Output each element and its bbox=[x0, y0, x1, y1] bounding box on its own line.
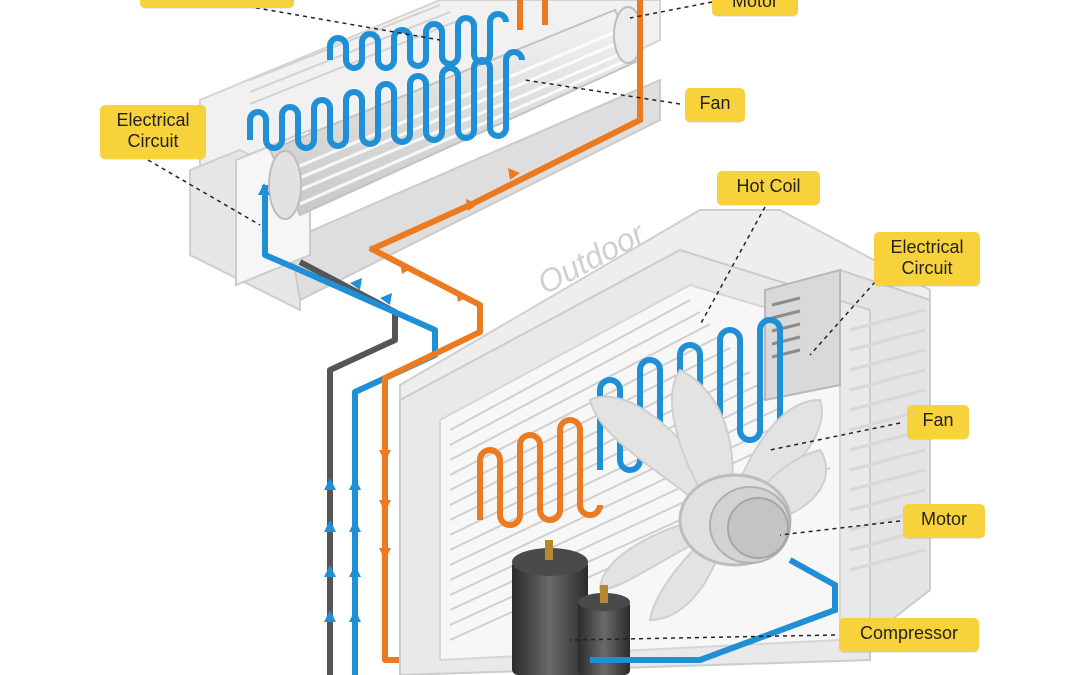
leader-indoor-motor bbox=[629, 1, 713, 19]
indoor-hot-pipe bbox=[368, 0, 643, 253]
outdoor-electrical-box bbox=[764, 268, 841, 402]
arrow-icon bbox=[400, 262, 412, 274]
arrow-icon bbox=[456, 290, 468, 302]
leader-hot-coil bbox=[699, 206, 766, 326]
outdoor-blue-coil bbox=[597, 317, 783, 473]
arrow-icon bbox=[324, 520, 336, 532]
leader-indoor-top-left bbox=[239, 4, 441, 41]
arrow-icon bbox=[379, 548, 391, 560]
arrow-icon bbox=[349, 520, 361, 532]
indoor-unit bbox=[189, 0, 661, 312]
arrow-icon bbox=[349, 610, 361, 622]
arrow-icon bbox=[379, 450, 391, 462]
callout-indoor-fan: Fan bbox=[685, 88, 745, 122]
arrow-icon bbox=[324, 478, 336, 490]
outdoor-hot-coil bbox=[477, 417, 603, 528]
outdoor-motor bbox=[678, 473, 792, 567]
callout-compressor: Compressor bbox=[839, 618, 979, 652]
flow-arrows bbox=[258, 168, 552, 653]
leader-indoor-electrical bbox=[147, 159, 261, 226]
callout-indoor-top-left bbox=[140, 0, 294, 8]
outdoor-cold-pipe bbox=[590, 557, 838, 663]
arrow-icon bbox=[349, 565, 361, 577]
callout-outdoor-electrical-circuit: Electrical Circuit bbox=[874, 232, 980, 286]
callout-indoor-motor: Motor bbox=[712, 0, 798, 16]
callout-hot-coil: Hot Coil bbox=[717, 171, 820, 205]
arrow-icon bbox=[466, 199, 478, 211]
indoor-cold-coil-upper bbox=[327, 11, 509, 71]
arrow-icon bbox=[350, 278, 362, 290]
arrow-icon bbox=[324, 610, 336, 622]
leader-outdoor-fan bbox=[769, 422, 901, 451]
leader-lines bbox=[147, 1, 901, 641]
arrow-icon bbox=[379, 500, 391, 512]
cold-pipe bbox=[262, 185, 438, 675]
arrow-icon bbox=[324, 565, 336, 577]
outdoor-compressor bbox=[512, 540, 630, 675]
return-pipe bbox=[298, 259, 398, 675]
leader-indoor-fan bbox=[524, 79, 681, 105]
callout-indoor-electrical-circuit: Electrical Circuit bbox=[100, 105, 206, 159]
outdoor-unit: Outdoor bbox=[399, 209, 931, 675]
arrow-icon bbox=[380, 293, 392, 305]
callout-outdoor-fan: Fan bbox=[907, 405, 969, 439]
arrow-icon bbox=[349, 478, 361, 490]
arrow-icon bbox=[258, 183, 270, 195]
callout-outdoor-motor: Motor bbox=[903, 504, 985, 538]
leader-outdoor-electrical bbox=[809, 281, 876, 356]
arrow-icon bbox=[508, 168, 520, 180]
indoor-cold-coil bbox=[247, 49, 525, 151]
